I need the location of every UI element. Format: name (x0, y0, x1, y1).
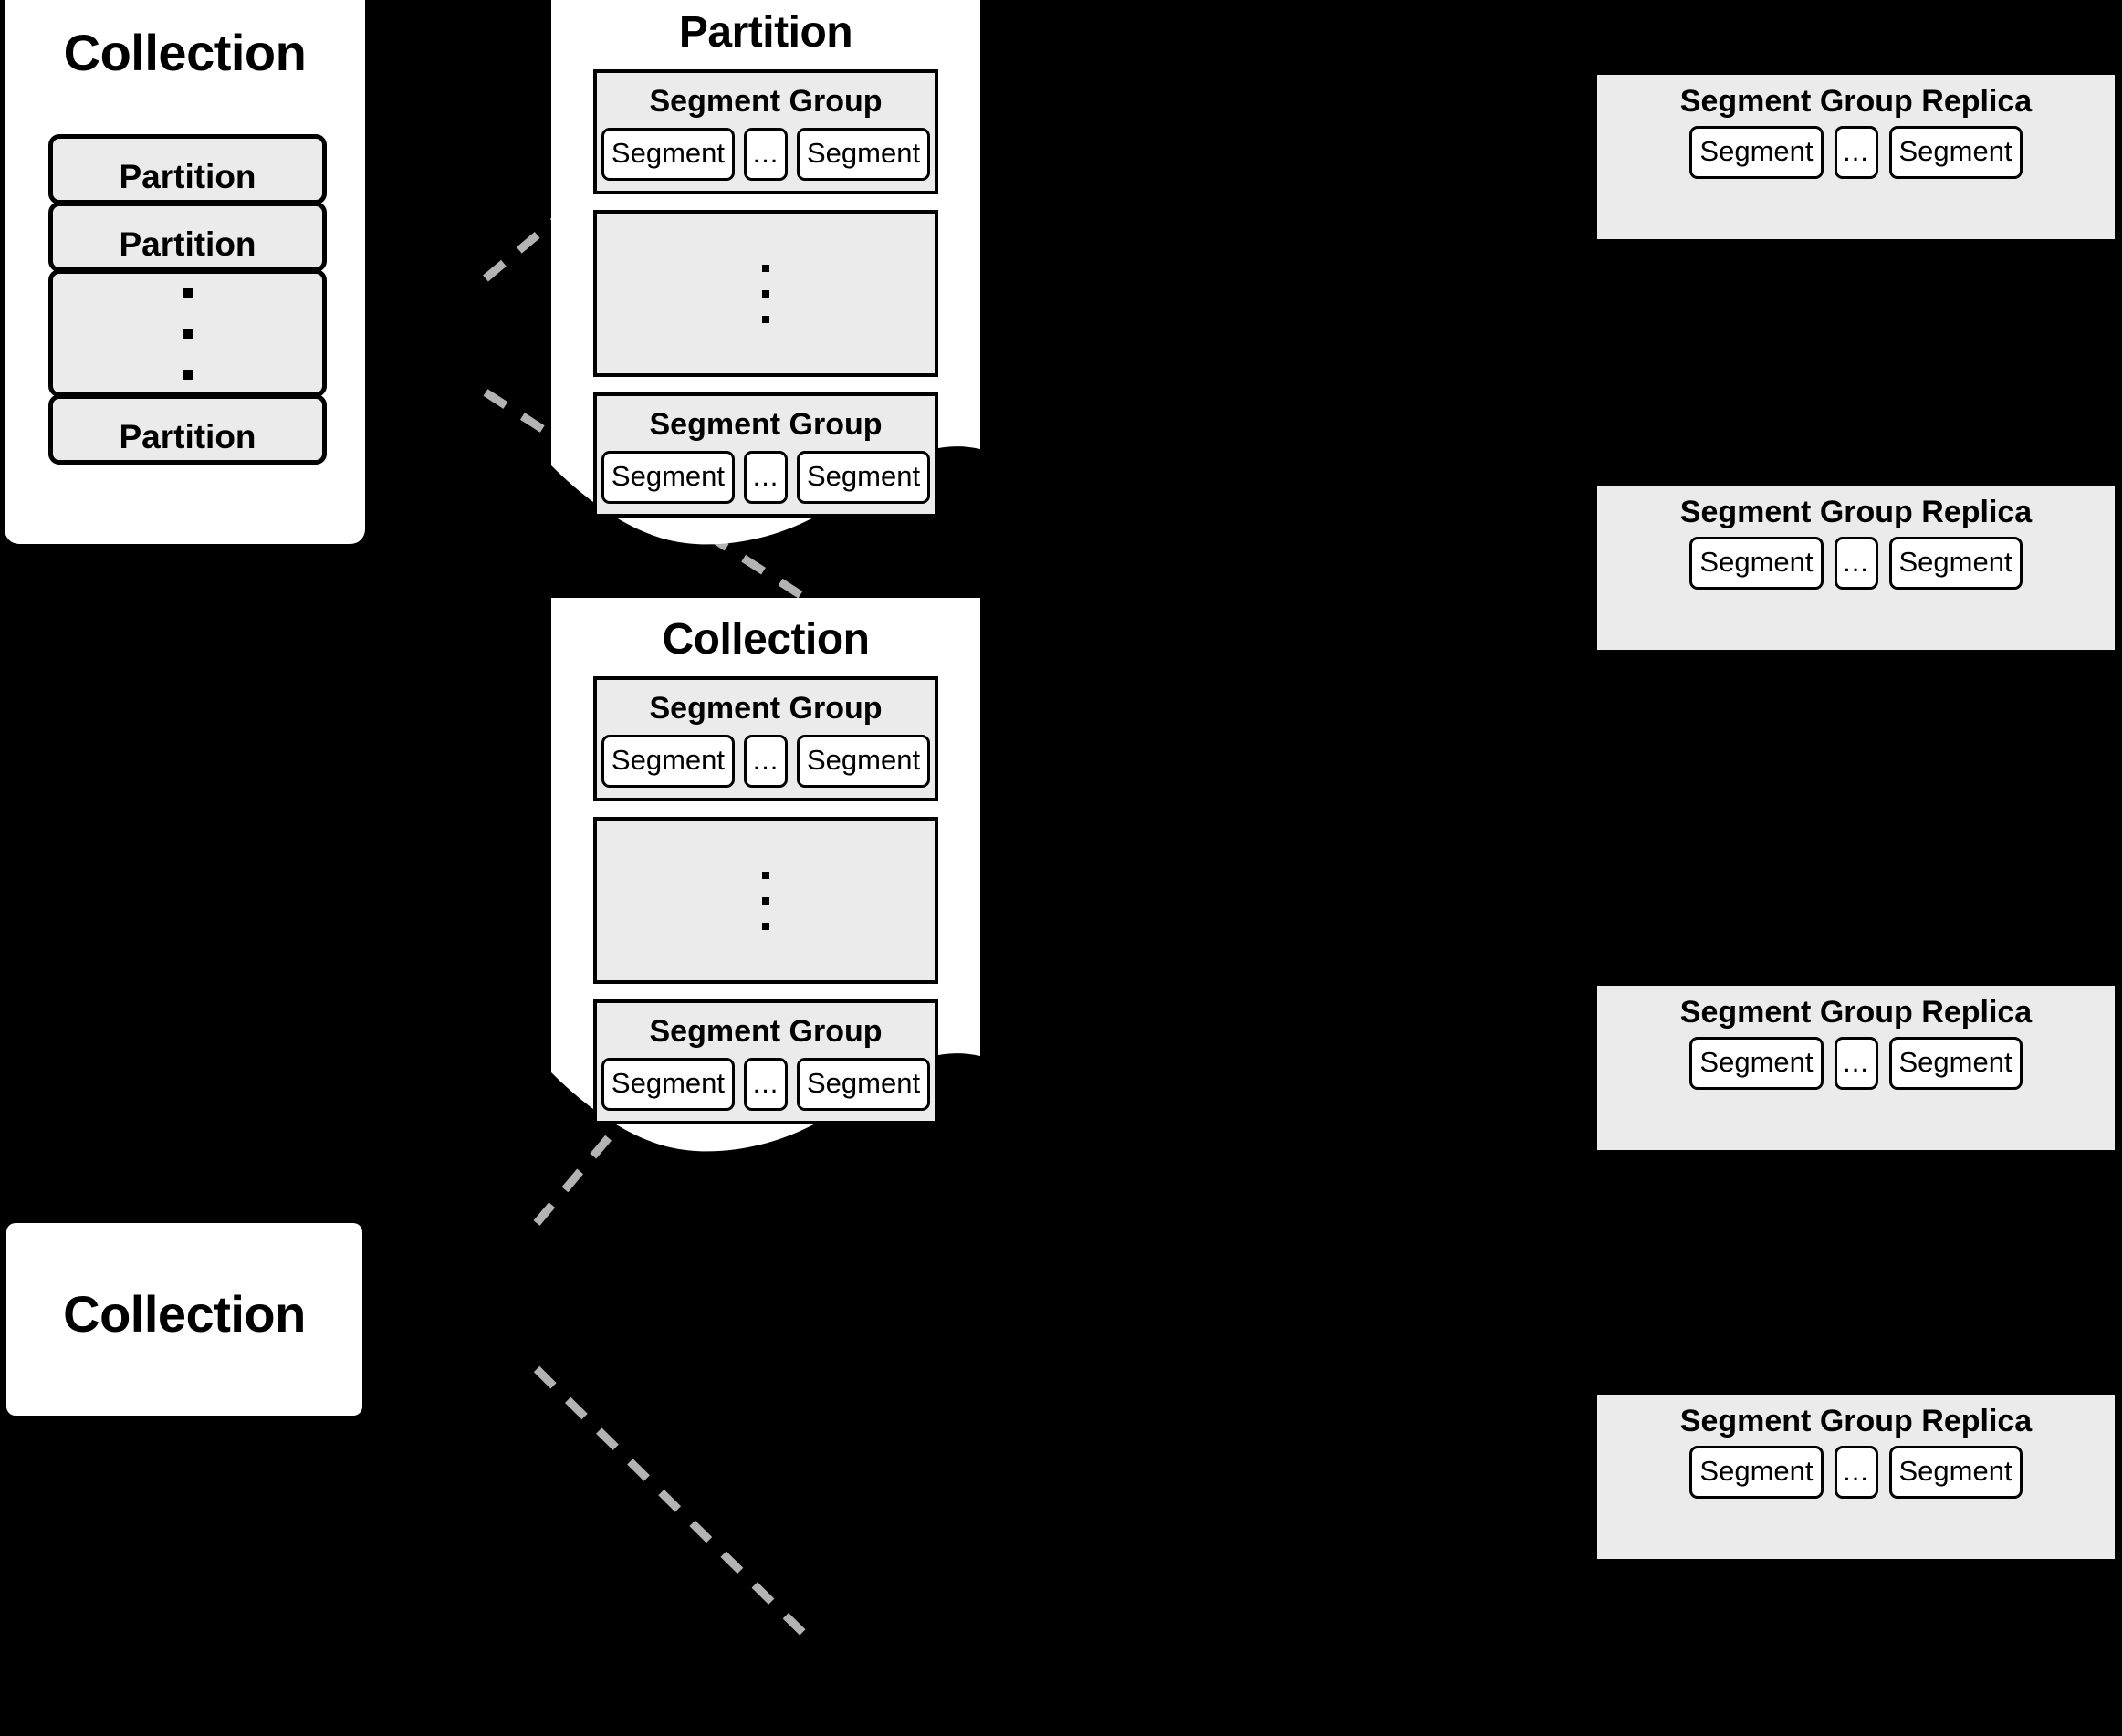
collection-top-title: Collection (63, 24, 307, 81)
segment-chip-2[interactable]: Segment (797, 451, 931, 504)
segment-group-replica-3-title: Segment Group Replica (1679, 995, 2033, 1030)
partition-panel-title: Partition (678, 8, 853, 57)
segment-chip-1[interactable]: Segment (1689, 1037, 1824, 1090)
collection-panel-left-top: Collection Partition Partition Partition (5, 0, 365, 544)
segment-row: Segment ... Segment (597, 1058, 935, 1121)
segment-group-ellipsis (593, 817, 938, 984)
segment-ellipsis-chip: ... (1834, 1037, 1878, 1090)
partition-box-2[interactable]: Partition (48, 202, 327, 272)
segment-chip-2[interactable]: Segment (1888, 126, 2023, 179)
partition-box-3-label: Partition (119, 418, 256, 455)
connector-collection-lower (533, 1365, 819, 1648)
segment-chip-1[interactable]: Segment (601, 1058, 735, 1111)
segment-group-bottom-title: Segment Group (649, 1014, 883, 1049)
segment-group-ellipsis (593, 210, 938, 377)
partition-box-2-label: Partition (119, 225, 256, 263)
segment-chip-2[interactable]: Segment (797, 128, 931, 181)
segment-group-replica-2[interactable]: Segment Group Replica Segment ... Segmen… (1597, 486, 2115, 650)
segment-ellipsis-chip: ... (744, 1058, 788, 1111)
segment-group-top-title: Segment Group (649, 691, 883, 726)
segment-group-top[interactable]: Segment Group Segment ... Segment (593, 69, 938, 194)
collection-detail-panel: Collection Segment Group Segment ... Seg… (551, 598, 980, 1156)
segment-chip-2[interactable]: Segment (1888, 537, 2023, 590)
collection-panel-left-bottom: Collection (6, 1223, 362, 1416)
segment-chip-2[interactable]: Segment (797, 1058, 931, 1111)
segment-chip-2[interactable]: Segment (797, 735, 931, 788)
segment-row: Segment ... Segment (1597, 126, 2115, 179)
segment-group-bottom[interactable]: Segment Group Segment ... Segment (593, 999, 938, 1124)
partition-box-ellipsis (48, 269, 327, 397)
partition-stack: Partition Partition Partition (48, 134, 327, 465)
segment-group-replica-2-title: Segment Group Replica (1679, 495, 2033, 529)
partition-detail-panel: Partition Segment Group Segment ... Segm… (551, 0, 980, 549)
segment-group-top[interactable]: Segment Group Segment ... Segment (593, 676, 938, 801)
segment-ellipsis-chip: ... (744, 735, 788, 788)
segment-ellipsis-chip: ... (1834, 537, 1878, 590)
partition-box-3[interactable]: Partition (48, 394, 327, 465)
segment-ellipsis-chip: ... (1834, 126, 1878, 179)
partition-box-1-label: Partition (119, 158, 256, 195)
vertical-ellipsis-icon (597, 821, 935, 980)
segment-row: Segment ... Segment (597, 128, 935, 191)
segment-ellipsis-chip: ... (744, 128, 788, 181)
segment-group-replica-4[interactable]: Segment Group Replica Segment ... Segmen… (1597, 1395, 2115, 1559)
segment-chip-1[interactable]: Segment (601, 128, 735, 181)
segment-chip-2[interactable]: Segment (1888, 1037, 2023, 1090)
segment-row: Segment ... Segment (1597, 1037, 2115, 1090)
collection-bottom-title: Collection (63, 1285, 306, 1343)
segment-ellipsis-chip: ... (1834, 1446, 1878, 1499)
segment-group-bottom-title: Segment Group (649, 407, 883, 442)
segment-chip-1[interactable]: Segment (1689, 537, 1824, 590)
vertical-ellipsis-icon (597, 214, 935, 373)
partition-panel-content: Partition Segment Group Segment ... Segm… (551, 0, 980, 518)
segment-group-replica-1-title: Segment Group Replica (1679, 84, 2033, 119)
segment-chip-2[interactable]: Segment (1888, 1446, 2023, 1499)
segment-group-replica-1[interactable]: Segment Group Replica Segment ... Segmen… (1597, 75, 2115, 239)
segment-chip-1[interactable]: Segment (1689, 126, 1824, 179)
segment-group-replica-4-title: Segment Group Replica (1679, 1404, 2033, 1438)
vertical-ellipsis-icon (53, 274, 322, 392)
segment-ellipsis-chip: ... (744, 451, 788, 504)
partition-box-1[interactable]: Partition (48, 134, 327, 204)
segment-chip-1[interactable]: Segment (601, 451, 735, 504)
segment-row: Segment ... Segment (1597, 1446, 2115, 1499)
segment-chip-1[interactable]: Segment (1689, 1446, 1824, 1499)
segment-row: Segment ... Segment (597, 451, 935, 514)
segment-row: Segment ... Segment (1597, 537, 2115, 590)
collection-panel-content: Collection Segment Group Segment ... Seg… (551, 598, 980, 1124)
segment-group-top-title: Segment Group (649, 84, 883, 119)
segment-group-replica-3[interactable]: Segment Group Replica Segment ... Segmen… (1597, 986, 2115, 1150)
collection-panel-title: Collection (662, 615, 870, 664)
segment-chip-1[interactable]: Segment (601, 735, 735, 788)
segment-group-bottom[interactable]: Segment Group Segment ... Segment (593, 392, 938, 518)
segment-row: Segment ... Segment (597, 735, 935, 798)
